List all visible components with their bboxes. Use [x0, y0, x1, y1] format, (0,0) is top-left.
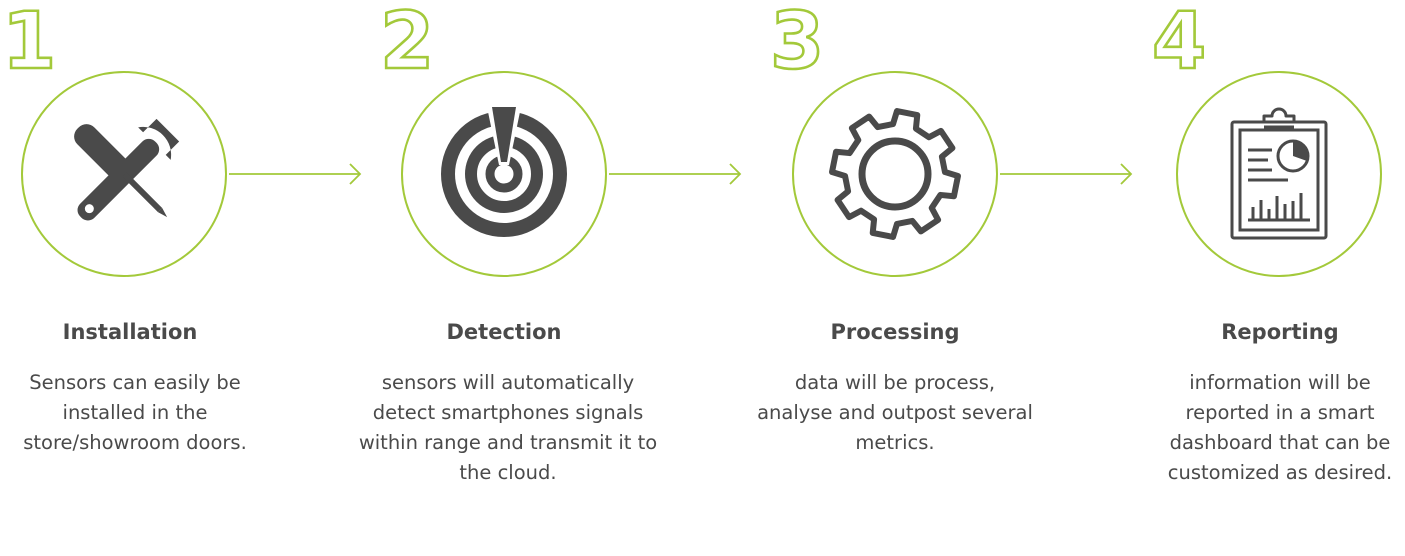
step-1-title: Installation — [62, 320, 198, 344]
gear-icon — [829, 108, 961, 240]
arrow-1-2 — [229, 163, 362, 185]
step-2-description: sensors will automatically detect smartp… — [358, 371, 658, 484]
radar-icon — [441, 107, 567, 237]
report-clipboard-icon — [1230, 107, 1328, 240]
arrow-3-4 — [1000, 163, 1133, 185]
tools-icon — [74, 118, 180, 221]
step-4-description: information will be reported in a smart … — [1167, 371, 1393, 484]
step-2-number: 2 — [379, 0, 436, 87]
step-4-number: 4 — [1151, 0, 1208, 87]
step-4-circle — [1176, 71, 1382, 277]
step-2-title: Detection — [446, 320, 562, 344]
arrow-2-3 — [609, 163, 742, 185]
step-1-description: Sensors can easily be installed in the s… — [23, 371, 247, 454]
step-1-circle — [21, 71, 227, 277]
step-3-number: 3 — [769, 0, 826, 87]
step-3-description: data will be process, analyse and outpos… — [757, 371, 1033, 454]
step-3-title: Processing — [830, 320, 960, 344]
step-3-circle — [792, 71, 998, 277]
step-2-circle — [401, 71, 607, 277]
step-4-title: Reporting — [1221, 320, 1339, 344]
step-1-number: 1 — [1, 0, 58, 87]
